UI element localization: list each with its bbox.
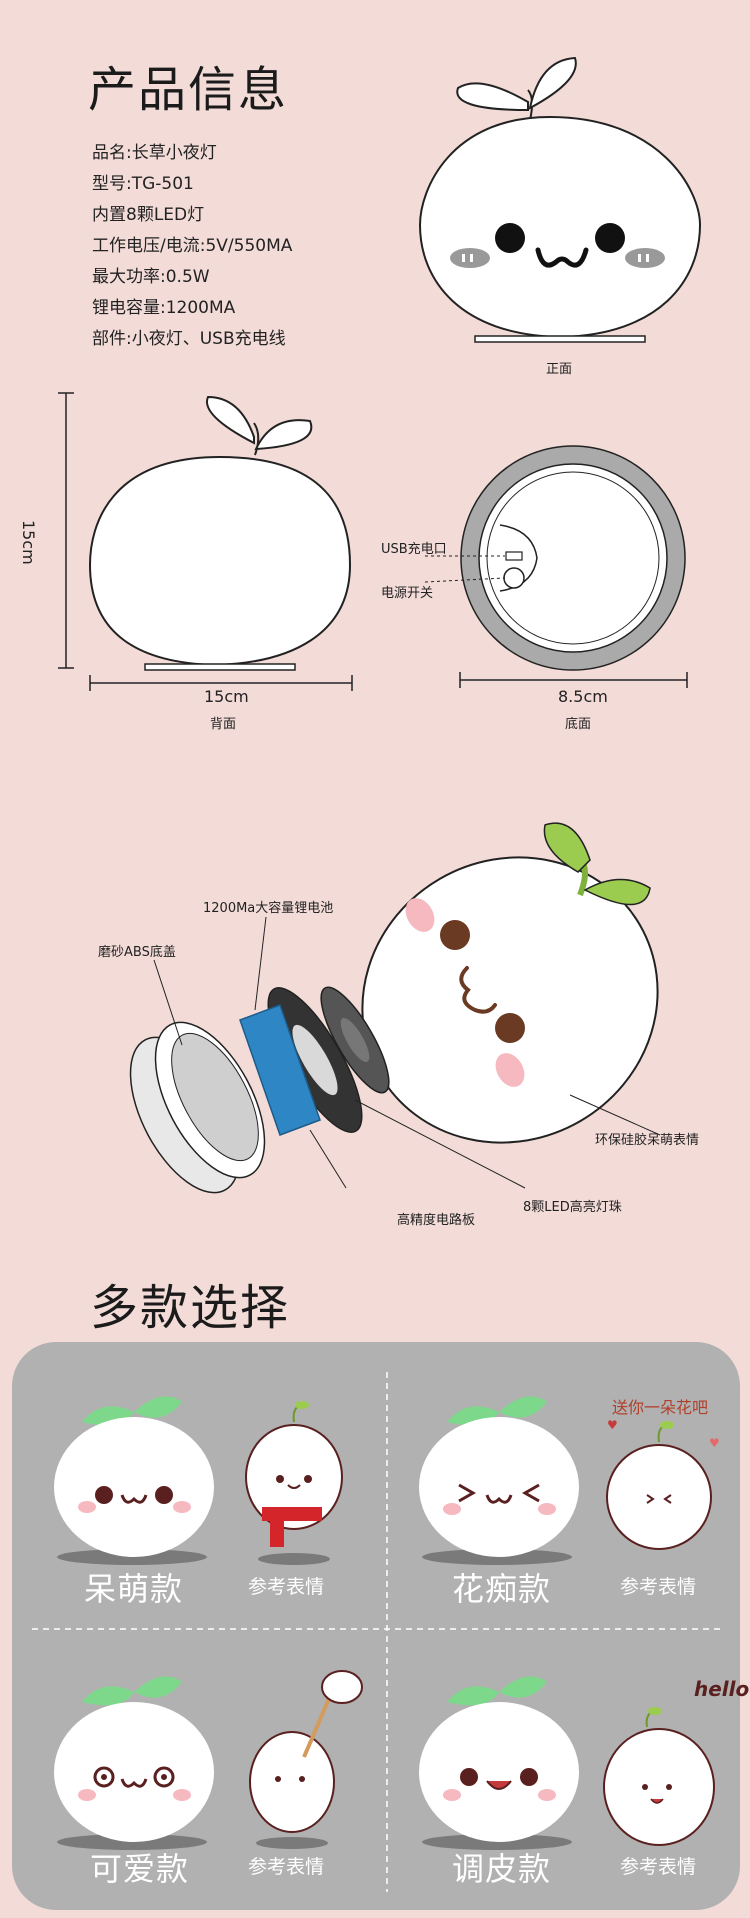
width-dimension: 15cm <box>204 687 249 706</box>
circuit-board-callout: 高精度电路板 <box>397 1213 476 1228</box>
variant-name-4: 调皮款 <box>452 1850 552 1888</box>
spec-item-battery: 锂电容量:1200MA <box>92 298 236 318</box>
bottom-view-label: 底面 <box>565 717 592 732</box>
front-view-label: 正面 <box>546 362 573 377</box>
spec-item-voltage: 工作电压/电流:5V/550MA <box>92 236 293 256</box>
variant-love-illustration: ♥ ♥ <box>419 1396 720 1565</box>
variants-panel: 呆萌款 参考表情 ♥ ♥ 送你一朵花吧 花痴款 参考表情 <box>12 1342 749 1910</box>
variant-ref-3: 参考表情 <box>248 1856 325 1878</box>
back-view-label: 背面 <box>210 717 237 732</box>
spec-item-parts: 部件:小夜灯、USB充电线 <box>92 329 286 349</box>
variants-title: 多款选择 <box>90 1280 291 1336</box>
bottom-view-illustration <box>424 445 688 688</box>
usb-port-icon <box>505 551 523 561</box>
power-switch-label: 电源开关 <box>381 586 434 601</box>
variant-cute-illustration <box>54 1396 343 1565</box>
spec-item-name: 品名:长草小夜灯 <box>92 143 217 163</box>
sticker-character <box>245 1401 343 1565</box>
spec-item-led: 内置8颗LED灯 <box>92 205 205 225</box>
variant-ref-2: 参考表情 <box>620 1576 697 1598</box>
variant-adorable-illustration <box>54 1670 363 1850</box>
variant-sticker-text-4: hello <box>694 1677 750 1701</box>
variant-name-1: 呆萌款 <box>84 1570 184 1608</box>
variant-sticker-text-2: 送你一朵花吧 <box>612 1398 709 1417</box>
height-dimension: 15cm <box>19 520 38 565</box>
variant-name-3: 可爱款 <box>90 1850 190 1888</box>
variant-ref-1: 参考表情 <box>248 1576 325 1598</box>
base-dimension: 8.5cm <box>558 687 608 706</box>
exploded-view-illustration <box>129 822 661 1194</box>
product-info-title: 产品信息 <box>88 62 289 118</box>
led-callout: 8颗LED高亮灯珠 <box>523 1200 622 1215</box>
svg-text:♥: ♥ <box>607 1418 618 1432</box>
usb-port-label: USB充电口 <box>381 542 447 557</box>
variant-ref-4: 参考表情 <box>620 1856 697 1878</box>
front-view-illustration <box>418 56 702 343</box>
sprout-icon <box>205 395 313 456</box>
variant-naughty-illustration <box>419 1676 715 1850</box>
spec-item-model: 型号:TG-501 <box>92 174 194 194</box>
back-view-illustration <box>58 392 353 691</box>
spec-list: 品名:长草小夜灯 型号:TG-501 内置8颗LED灯 工作电压/电流:5V/5… <box>92 138 292 355</box>
sticker-character <box>249 1670 363 1849</box>
power-switch-icon <box>503 567 525 589</box>
sprout-icon <box>456 56 577 121</box>
variant-name-2: 花痴款 <box>452 1570 552 1608</box>
green-sprout-icon <box>543 822 651 906</box>
battery-callout: 1200Ma大容量锂电池 <box>203 901 334 916</box>
sticker-character <box>603 1707 715 1846</box>
svg-text:♥: ♥ <box>709 1436 720 1450</box>
silicone-callout: 环保硅胶呆萌表情 <box>595 1133 700 1148</box>
panel-dividers <box>32 1372 720 1892</box>
spec-item-power: 最大功率:0.5W <box>92 267 210 287</box>
sticker-character: ♥ ♥ <box>606 1418 720 1550</box>
base-callout: 磨砂ABS底盖 <box>98 945 176 960</box>
